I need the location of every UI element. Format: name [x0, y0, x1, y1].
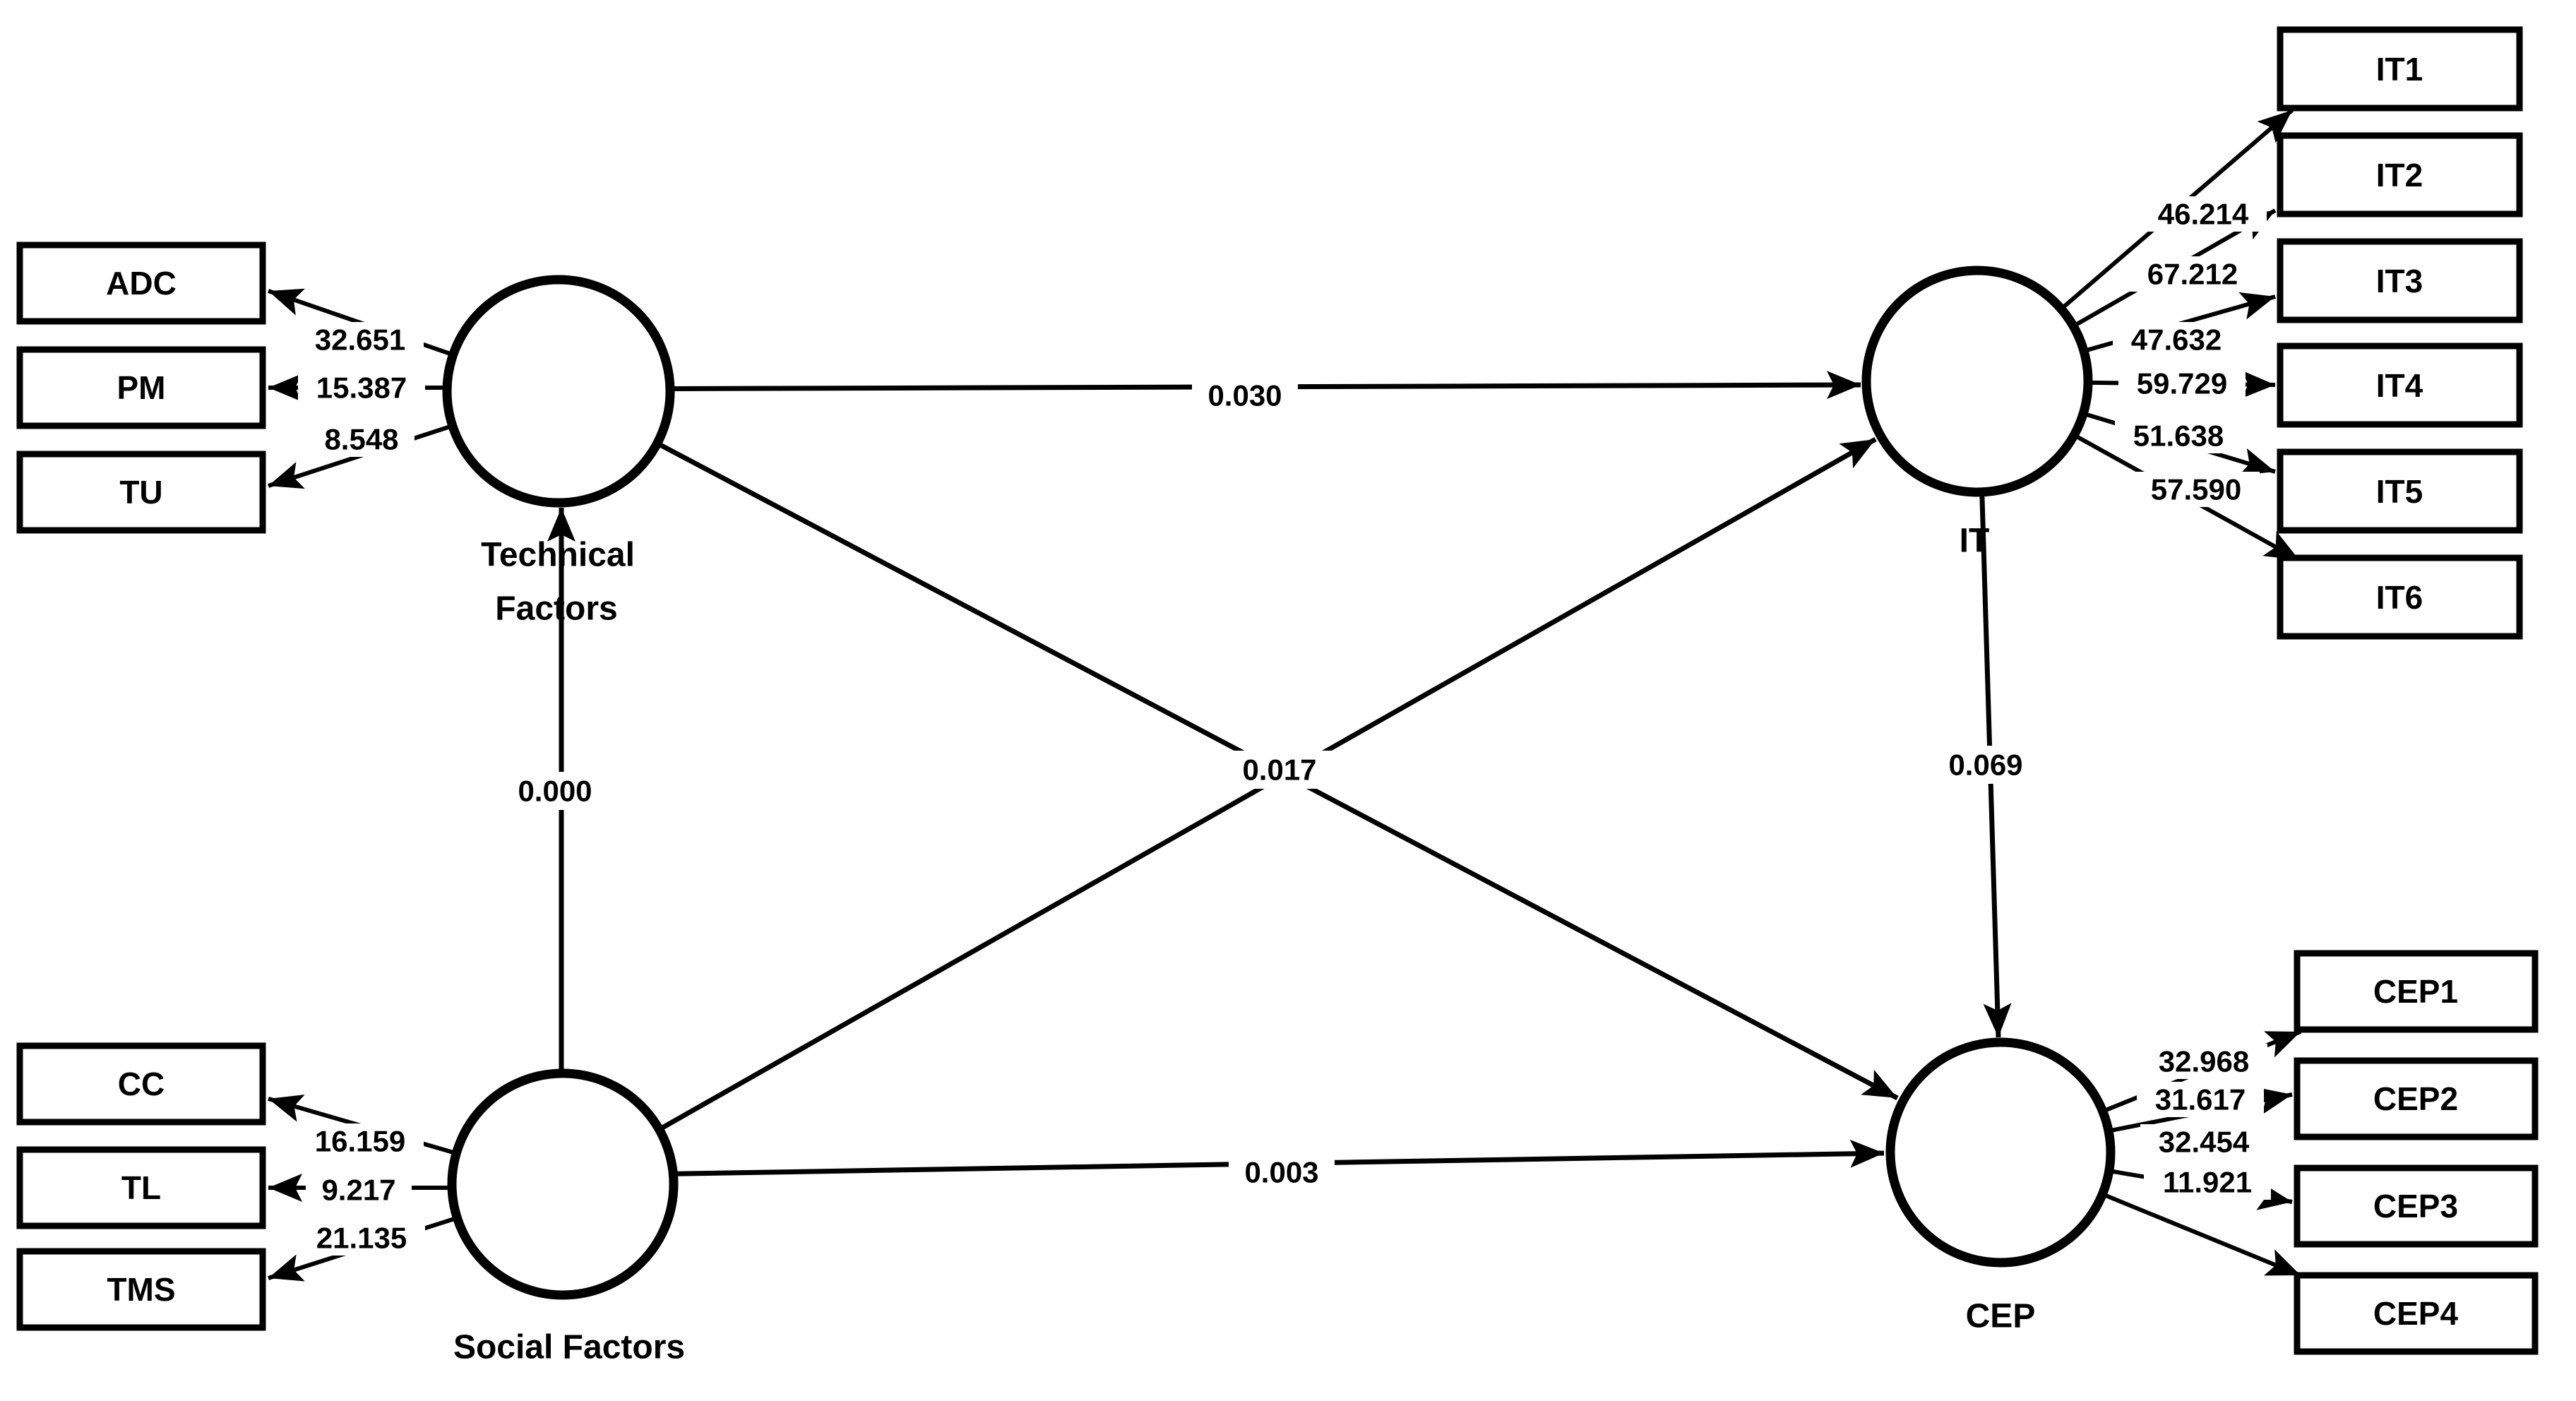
loading-it-it4: 59.729: [2137, 367, 2227, 400]
coefficient-social-to-cep: 0.003: [1244, 1156, 1318, 1189]
indicator-box-cep1: [2294, 950, 2539, 1033]
loading-technical-pm: 15.387: [316, 371, 407, 405]
loading-cep-cep3: 32.454: [2159, 1126, 2250, 1159]
path-line-social-to-cep: [562, 1139, 1885, 1179]
indicator-label-it6: IT6: [2376, 579, 2423, 616]
loading-mask: [297, 322, 424, 357]
coefficient-technical-to-it: 0.030: [1208, 379, 1282, 412]
coefficient-social-to-technical: 0.000: [518, 775, 592, 808]
loading-it-it5: 51.638: [2133, 419, 2224, 453]
construct-label-cep: CEP: [1966, 1298, 2036, 1335]
indicator-label-tl: TL: [121, 1169, 161, 1206]
indicator-box-cep4: [2294, 1272, 2539, 1355]
construct-technical-factors-node: [442, 275, 675, 508]
coefficient-it-to-cep: 0.069: [1948, 749, 2022, 782]
coefficient-mask: [1227, 751, 1332, 789]
path-line-social-to-it: [561, 436, 1877, 1187]
indicator-box-tu: [16, 451, 266, 534]
loading-mask: [298, 1220, 425, 1256]
indicator-box-it3: [2277, 238, 2523, 323]
loading-mask: [2115, 418, 2242, 453]
loading-mask: [2140, 1044, 2267, 1079]
construct-cep-node: [1885, 1037, 2116, 1268]
coefficient-diagonal-crossing: 0.017: [1242, 753, 1316, 787]
loading-mask: [297, 1123, 424, 1159]
construct-label-social: Social Factors: [453, 1329, 685, 1366]
indicator-box-cc: [16, 1042, 266, 1126]
loading-it-it6: 57.590: [2151, 473, 2241, 506]
loading-it-it1: 46.214: [2158, 198, 2249, 231]
loading-mask: [298, 370, 425, 405]
indicator-label-tu: TU: [119, 474, 162, 511]
construct-it-node: [1861, 266, 2093, 497]
indicator-label-it4: IT4: [2376, 367, 2423, 404]
loading-mask: [2133, 472, 2260, 507]
loading-technical-adc: 32.651: [315, 323, 405, 357]
loading-cep-cep2: 31.617: [2155, 1083, 2246, 1116]
path-line-technical-to-cep: [557, 388, 1899, 1101]
loading-mask: [2140, 1124, 2267, 1159]
indicator-label-cep2: CEP2: [2373, 1080, 2458, 1117]
coefficient-mask: [1229, 1153, 1335, 1191]
loading-mask: [2118, 366, 2246, 401]
coefficient-mask: [1192, 376, 1298, 415]
indicator-box-cep2: [2294, 1057, 2539, 1140]
indicator-label-tms: TMS: [107, 1271, 175, 1308]
indicator-box-cep3: [2294, 1164, 2539, 1248]
construct-label-it: IT: [1960, 523, 1990, 560]
coefficient-mask: [1933, 746, 2039, 784]
indicator-box-it1: [2277, 26, 2523, 112]
indicator-box-it5: [2277, 448, 2523, 534]
construct-social-factors-node: [447, 1068, 679, 1300]
indicator-label-pm: PM: [117, 369, 166, 406]
loading-cep-cep1: 32.968: [2159, 1045, 2249, 1078]
indicator-label-it2: IT2: [2376, 157, 2423, 193]
indicator-label-adc: ADC: [106, 265, 177, 302]
loading-mask: [2113, 322, 2240, 357]
loading-social-cc: 16.159: [315, 1125, 405, 1158]
loading-technical-tu: 8.548: [324, 423, 398, 456]
loading-mask: [2137, 1082, 2264, 1117]
indicator-label-cep1: CEP1: [2373, 973, 2458, 1010]
indicator-box-it2: [2277, 132, 2523, 217]
loading-mask: [2129, 256, 2256, 292]
loading-mask: [2140, 196, 2267, 232]
coefficient-mask: [502, 772, 608, 810]
loading-social-tl: 9.217: [321, 1174, 395, 1207]
indicator-box-it6: [2277, 554, 2523, 640]
indicator-box-it4: [2277, 342, 2523, 428]
indicator-box-tl: [16, 1146, 266, 1229]
loading-social-tms: 21.135: [316, 1222, 407, 1255]
loading-mask: [306, 1172, 412, 1208]
indicator-label-it3: IT3: [2376, 263, 2423, 299]
indicator-label-cep4: CEP4: [2373, 1295, 2459, 1332]
construct-label-technical-line1: Technical: [481, 537, 635, 574]
indicator-label-cc: CC: [118, 1066, 165, 1102]
indicator-box-tms: [16, 1248, 266, 1331]
loading-it-it3: 47.632: [2131, 323, 2222, 357]
loading-mask: [309, 422, 415, 457]
indicator-box-pm: [16, 346, 266, 429]
construct-label-technical-line2: Factors: [495, 590, 617, 628]
loading-it-it2: 67.212: [2147, 258, 2238, 291]
indicator-box-adc: [16, 242, 266, 325]
indicator-label-cep3: CEP3: [2373, 1188, 2458, 1224]
indicator-label-it1: IT1: [2376, 51, 2423, 88]
loading-cep-cep4: 11.921: [2163, 1166, 2252, 1199]
loading-mask: [2144, 1164, 2271, 1200]
indicator-label-it5: IT5: [2376, 473, 2423, 510]
